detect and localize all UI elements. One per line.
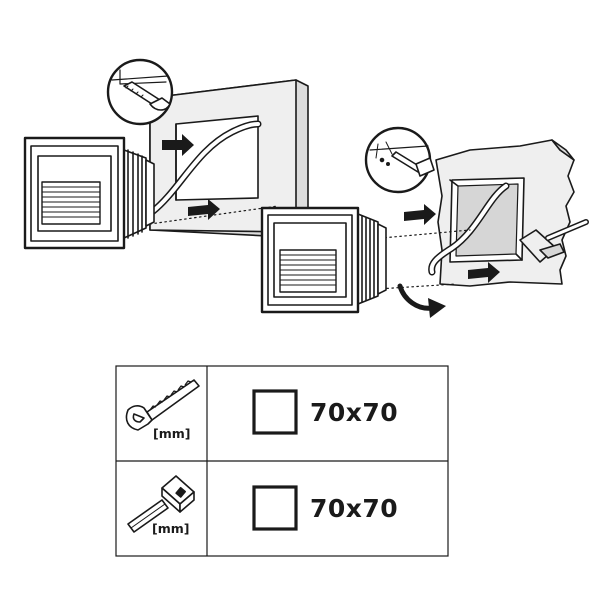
saw-detail-magnifier [106,58,174,126]
chisel-detail-magnifier [364,126,435,194]
louver-lines [41,186,101,218]
cutout-dimension-2: 70x70 [310,494,399,523]
rotate-arrow-icon [397,283,446,318]
cutout-dimension: 70x70 [310,398,399,427]
saw-icon [125,379,200,431]
unit-label: [mm] [153,426,191,441]
square-outline-icon-2 [252,485,298,531]
drywall-installation [23,58,309,250]
masonry-installation [260,126,589,318]
louver-lines-2 [279,254,337,286]
trowel-icon [127,475,195,533]
masonry-wall [435,139,575,287]
step-light-unit [23,136,155,250]
dimension-table [115,365,449,557]
square-outline-icon [252,389,298,435]
arrow-icon-2 [404,204,500,283]
unit-label-2: [mm] [152,521,190,536]
trowel-detail [519,219,589,263]
arrow-icon [162,134,220,220]
